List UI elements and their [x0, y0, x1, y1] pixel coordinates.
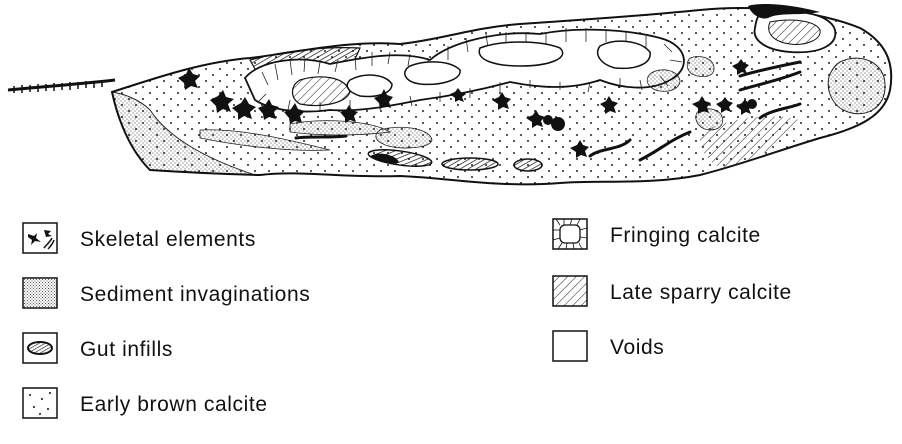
fringing-calcite-icon [552, 218, 588, 250]
legend-label: Fringing calcite [610, 224, 761, 248]
dots-icon [22, 387, 58, 419]
void-3 [598, 41, 650, 68]
legend-label: Gut infills [80, 338, 173, 362]
legend-label: Sediment invaginations [80, 283, 310, 307]
skeletal-elements-icon [22, 222, 58, 254]
legend-label: Early brown calcite [80, 393, 268, 417]
gut-infill-icon [22, 332, 58, 364]
legend-label: Skeletal elements [80, 228, 256, 252]
sediment-patch-1 [647, 70, 680, 92]
thin-section-drawing [0, 0, 902, 200]
legend-label: Voids [610, 336, 664, 360]
empty-box-icon [552, 330, 588, 362]
stipple-icon [22, 277, 58, 309]
hatch-icon [552, 275, 588, 307]
sediment-right [828, 58, 885, 114]
void-2 [479, 42, 562, 66]
legend-label: Late sparry calcite [610, 281, 792, 305]
